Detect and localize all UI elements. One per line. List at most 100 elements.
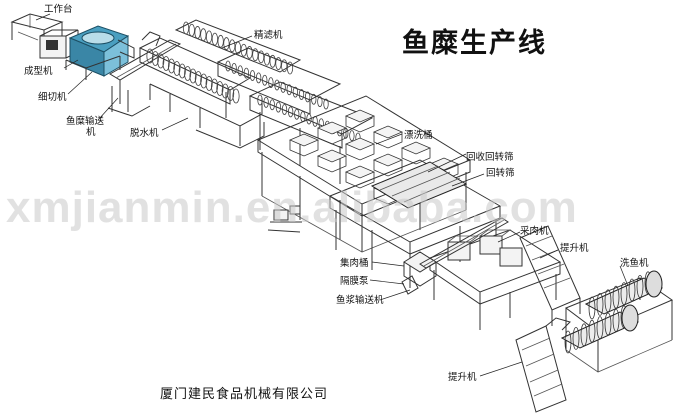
screw-ring	[287, 106, 294, 118]
surimi-conveyor-drawing	[107, 39, 182, 117]
tank-body	[373, 132, 403, 149]
screw-ring	[229, 39, 236, 53]
label-forming-machine: 成型机	[24, 65, 53, 77]
screw-ring	[304, 91, 311, 103]
screw-ring	[281, 104, 288, 115]
drum-end	[645, 270, 663, 298]
drum-rib	[636, 274, 644, 298]
screw-ring	[157, 53, 165, 69]
screw-ring	[306, 113, 312, 125]
drum-rib	[604, 289, 612, 313]
label-surimi-conveyor-2: 机	[86, 126, 96, 138]
label-fine-filter: 精滤机	[254, 29, 283, 41]
screw-ring	[184, 66, 192, 81]
screw-ring	[263, 96, 269, 108]
screw-ring	[280, 81, 286, 93]
tank-body	[317, 128, 347, 145]
screw-ring	[211, 32, 218, 46]
diagram-title: 鱼糜生产线	[402, 27, 547, 59]
label-dehydrator: 脱水机	[130, 127, 159, 139]
upper-elevator-drawing	[519, 225, 581, 326]
screw-ring	[281, 59, 288, 73]
tank-top	[344, 109, 376, 123]
screw-ring	[269, 99, 275, 111]
fine-cutter-drawing	[65, 25, 135, 80]
screw-ring	[274, 79, 280, 91]
screw-ring	[178, 63, 186, 79]
label-meat-collecting-tank: 集肉桶	[340, 257, 369, 269]
label-diaphragm-pump: 隔膜泵	[340, 276, 369, 287]
rotary-screen-drawing	[328, 159, 502, 288]
drum-end	[621, 304, 639, 332]
tank-top	[344, 165, 376, 179]
slurry-conveyor-drawing	[401, 217, 509, 295]
tank-body	[345, 144, 375, 161]
screw-ring	[243, 67, 250, 79]
drum-rib	[604, 312, 612, 336]
meat-collecting-machine-drawing	[428, 229, 562, 330]
tank-body	[317, 156, 347, 173]
screw-ring	[225, 60, 231, 72]
tank-top	[400, 141, 432, 155]
tank-top	[372, 153, 404, 167]
screw-ring	[146, 48, 154, 64]
label-surimi-conveyor-1: 鱼糜输送	[66, 115, 105, 127]
screw-ring	[200, 73, 208, 89]
screw-ring	[286, 61, 294, 75]
drum-rib	[580, 323, 588, 347]
screw-ring	[258, 50, 265, 64]
screw-ring	[298, 89, 305, 100]
screw-ring	[286, 84, 292, 96]
label-meat-collecting-machine: 采肉机	[520, 225, 549, 237]
drum-rib	[588, 296, 596, 320]
dehydrator-drawing	[138, 31, 265, 149]
drum-rib	[596, 316, 604, 340]
screw-ring	[234, 41, 242, 55]
tank-body	[401, 148, 431, 165]
tank-body	[345, 116, 375, 133]
screw-ring	[323, 98, 329, 110]
screw-ring	[194, 71, 202, 86]
screw-ring	[205, 76, 213, 91]
tank-top	[288, 133, 320, 147]
screw-ring	[216, 81, 224, 96]
screw-ring	[227, 86, 235, 101]
pump-parts-drawing	[267, 205, 302, 233]
screw-ring	[262, 74, 268, 86]
screw-ring	[167, 58, 176, 74]
drum-rib	[628, 278, 636, 302]
company-name: 厦门建民食品机械有限公司	[160, 386, 328, 402]
screw-ring	[189, 68, 197, 84]
drum-rib	[612, 285, 620, 309]
label-elevator-lower: 提升机	[448, 371, 477, 383]
drum-rib	[572, 326, 580, 350]
screw-ring	[257, 94, 263, 106]
tank-top	[316, 149, 348, 163]
screw-ring	[317, 96, 323, 108]
leader-lines	[35, 13, 629, 377]
screw-ring	[182, 21, 190, 35]
fine-filter-drawing	[174, 19, 374, 184]
label-fine-cutter: 细切机	[38, 91, 67, 103]
screw-ring	[206, 30, 213, 44]
label-rinse-tank: 漂洗桶	[404, 129, 433, 141]
screw-ring	[232, 88, 240, 104]
screw-ring	[246, 46, 253, 59]
screw-ring	[151, 51, 159, 66]
workbench-drawing	[10, 13, 64, 48]
tank-body	[289, 140, 319, 157]
label-rotary-screen: 回转筛	[486, 167, 515, 179]
screw-ring	[194, 26, 201, 39]
screw-ring	[268, 77, 274, 89]
screw-ring	[237, 65, 243, 77]
screw-ring	[349, 130, 355, 142]
screw-ring	[300, 111, 306, 123]
screw-ring	[188, 23, 195, 37]
screw-ring	[292, 86, 299, 98]
screw-ring	[275, 101, 282, 113]
screw-ring	[223, 37, 230, 50]
screw-ring	[252, 48, 259, 62]
label-workbench: 工作台	[44, 3, 73, 15]
drum-rib	[596, 292, 604, 316]
drum-rib	[612, 308, 620, 332]
